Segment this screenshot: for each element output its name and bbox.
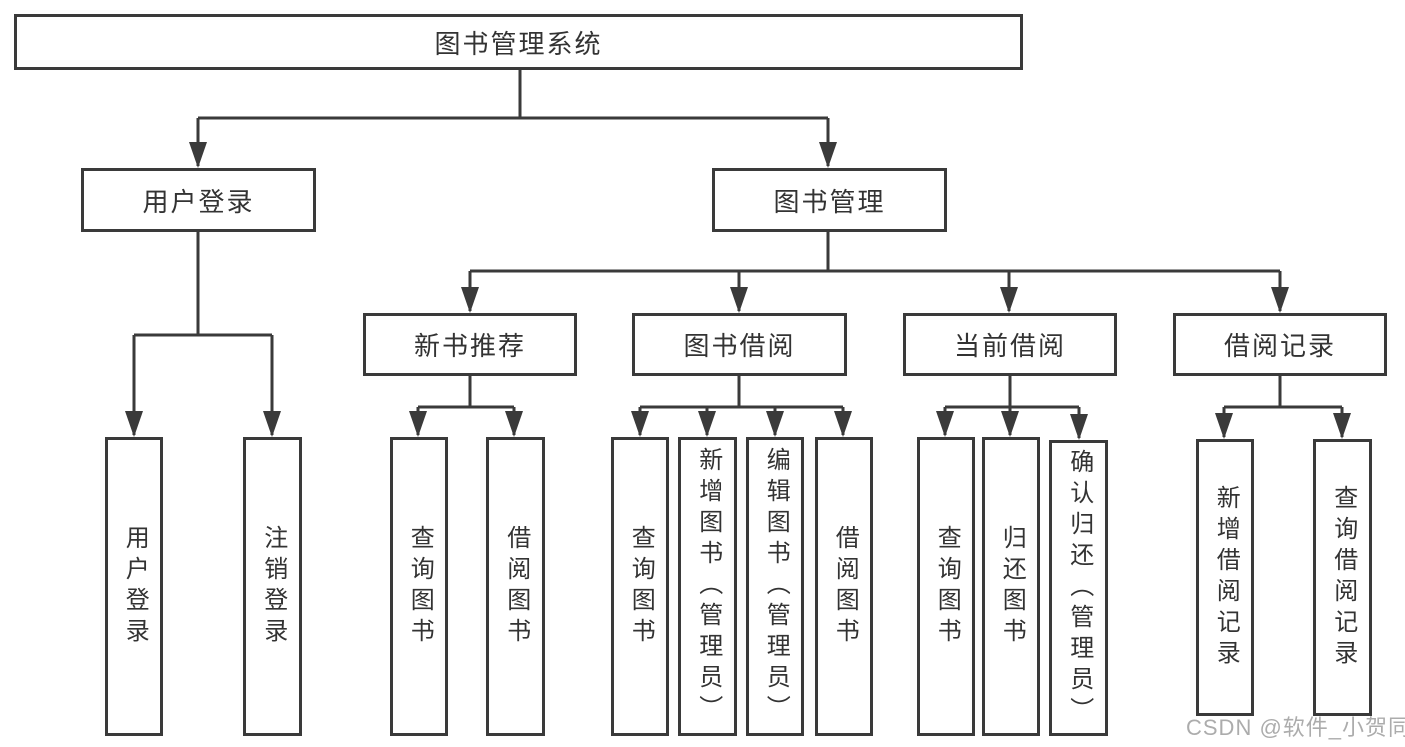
arrowhead-icon — [1333, 413, 1351, 439]
leaf-edit-books-admin: 编辑图书（管理员） — [746, 437, 804, 736]
leaf-return-books: 归还图书 — [982, 437, 1040, 736]
arrowhead-icon — [698, 411, 716, 437]
arrowhead-icon — [936, 411, 954, 437]
leaf-query-books-current: 查询图书 — [917, 437, 975, 736]
leaf-logout: 注销登录 — [243, 437, 302, 736]
leaf-confirm-return-admin: 确认归还（管理员） — [1049, 440, 1108, 736]
leaf-borrow-books-recommend: 借阅图书 — [486, 437, 545, 736]
node-current-borrowing: 当前借阅 — [903, 313, 1117, 376]
leaf-logout-label: 注销登录 — [259, 524, 287, 649]
leaf-add-borrow-record-label: 新增借阅记录 — [1212, 484, 1240, 671]
arrowhead-icon — [1000, 287, 1018, 313]
connector-path — [132, 70, 1344, 438]
leaf-add-borrow-record: 新增借阅记录 — [1196, 439, 1254, 716]
arrowhead-icon — [505, 411, 523, 437]
arrowhead-icon — [125, 411, 143, 437]
arrowhead-icon — [819, 142, 837, 168]
arrowhead-icon — [1001, 411, 1019, 437]
node-book-borrowing-label: 图书借阅 — [683, 331, 796, 361]
arrowhead-icon — [766, 411, 784, 437]
node-borrowing-records-label: 借阅记录 — [1223, 331, 1336, 361]
leaf-query-books-recommend-label: 查询图书 — [406, 524, 434, 649]
arrowhead-icon — [409, 411, 427, 437]
node-borrowing-records: 借阅记录 — [1173, 313, 1387, 376]
node-book-management: 图书管理 — [712, 168, 947, 232]
arrowhead-icon — [834, 411, 852, 437]
arrowhead-icon — [263, 411, 281, 437]
node-user-login-label: 用户登录 — [142, 186, 255, 217]
leaf-query-borrow-record-label: 查询借阅记录 — [1329, 484, 1357, 671]
node-book-borrowing: 图书借阅 — [632, 313, 847, 376]
leaf-return-books-label: 归还图书 — [998, 524, 1026, 649]
leaf-borrow-books-label: 借阅图书 — [831, 524, 859, 649]
leaf-user-login: 用户登录 — [105, 437, 163, 736]
leaf-user-login-label: 用户登录 — [121, 524, 149, 649]
node-new-book-recommend: 新书推荐 — [363, 313, 577, 376]
leaf-query-borrow-record: 查询借阅记录 — [1313, 439, 1372, 716]
leaf-query-books-borrowing: 查询图书 — [611, 437, 669, 736]
arrowhead-icon — [1271, 287, 1289, 313]
arrowhead-icon — [189, 142, 207, 168]
leaf-borrow-books-recommend-label: 借阅图书 — [502, 524, 530, 649]
node-book-management-label: 图书管理 — [773, 186, 886, 217]
node-user-login: 用户登录 — [81, 168, 316, 232]
arrowhead-icon — [631, 411, 649, 437]
node-new-book-recommend-label: 新书推荐 — [413, 331, 526, 361]
watermark: CSDN @软件_小贺同学 — [1186, 715, 1405, 740]
leaf-query-books-current-label: 查询图书 — [933, 524, 961, 649]
leaf-add-books-admin: 新增图书（管理员） — [678, 437, 737, 736]
leaf-confirm-return-admin-label: 确认归还（管理员） — [1065, 448, 1093, 728]
node-current-borrowing-label: 当前借阅 — [953, 331, 1066, 361]
arrowhead-icon — [730, 287, 748, 313]
leaf-borrow-books: 借阅图书 — [815, 437, 873, 736]
leaf-query-books-borrowing-label: 查询图书 — [627, 524, 655, 649]
node-root: 图书管理系统 — [14, 14, 1023, 70]
leaf-query-books-recommend: 查询图书 — [390, 437, 448, 736]
node-root-label: 图书管理系统 — [434, 28, 603, 59]
arrowhead-icon — [1215, 413, 1233, 439]
leaf-add-books-admin-label: 新增图书（管理员） — [694, 447, 722, 726]
arrowhead-icon — [461, 287, 479, 313]
leaf-edit-books-admin-label: 编辑图书（管理员） — [762, 447, 790, 726]
arrowhead-icon — [1070, 414, 1088, 440]
